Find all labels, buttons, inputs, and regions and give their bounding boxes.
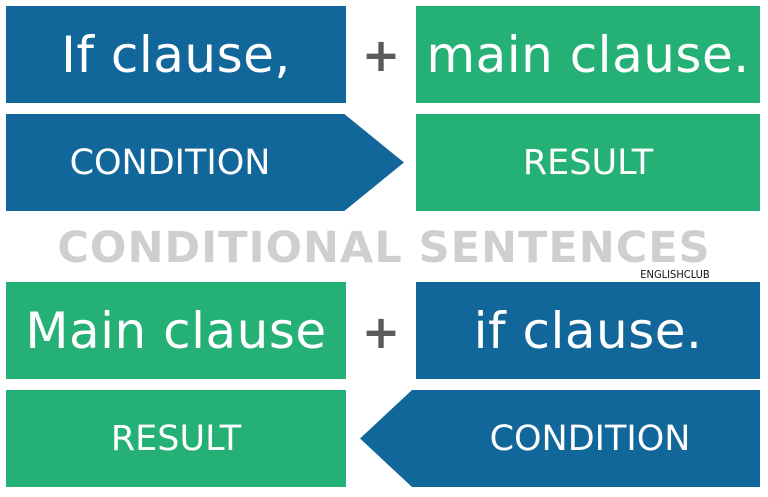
bottom-if-clause-box: if clause. <box>416 282 760 379</box>
top-if-clause-label: If clause, <box>61 25 291 84</box>
bottom-if-clause-label: if clause. <box>473 301 703 360</box>
top-result-label: RESULT <box>522 142 654 183</box>
top-main-clause-label: main clause. <box>426 25 750 84</box>
conditional-sentences-title: CONDITIONAL SENTENCES <box>57 223 711 273</box>
top-if-clause-box: If clause, <box>6 6 346 103</box>
top-main-clause-box: main clause. <box>416 6 760 103</box>
bottom-result-label: RESULT <box>110 418 242 459</box>
bottom-condition-arrow: CONDITION <box>360 390 760 487</box>
bottom-main-clause-label: Main clause <box>25 301 327 360</box>
englishclub-brand: ENGLISHCLUB <box>640 268 710 281</box>
top-condition-arrow: CONDITION <box>6 114 404 211</box>
bottom-result-box: RESULT <box>6 390 346 487</box>
top-condition-label: CONDITION <box>69 142 271 183</box>
bottom-main-clause-box: Main clause <box>6 282 346 379</box>
top-plus-sign: + <box>361 28 401 82</box>
bottom-plus-sign: + <box>361 305 401 359</box>
bottom-condition-label: CONDITION <box>489 418 691 459</box>
top-result-box: RESULT <box>416 114 760 211</box>
